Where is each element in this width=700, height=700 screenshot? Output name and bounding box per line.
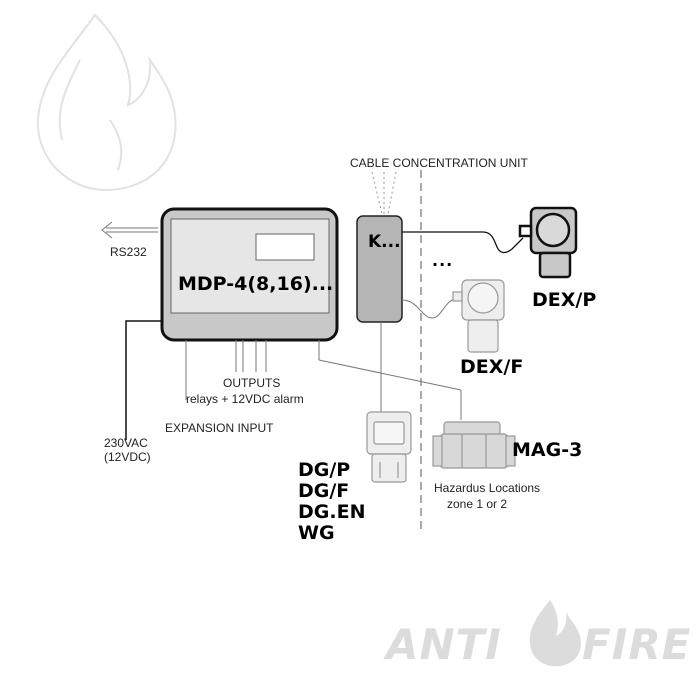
mag-3-label: MAG-3 (512, 439, 583, 461)
detector-label-wg: WG (298, 522, 335, 544)
dex-f-device-icon (452, 279, 505, 353)
mag-3-valve-icon (432, 421, 516, 469)
power-main-label: 230VAC (104, 436, 148, 450)
dex-f-label: DEX/F (460, 356, 524, 378)
expansion-input-label: EXPANSION INPUT (165, 421, 274, 435)
flame-watermark-icon (36, 13, 177, 192)
outputs-title: OUTPUTS (223, 376, 281, 390)
power-cable (125, 320, 163, 440)
detector-label-dg-p: DG/P (298, 459, 351, 481)
hazard-locations-label: Hazardus Locations (434, 481, 541, 495)
cable-unit-title: CABLE CONCENTRATION UNIT (350, 156, 528, 170)
k-unit-box (356, 215, 403, 323)
detector-label-dg-f: DG/F (298, 480, 350, 502)
more-devices-ellipsis: ... (432, 251, 454, 270)
logo-word-fire: FIRE (582, 620, 692, 669)
mdp-controller-box (160, 207, 339, 342)
dex-p-label: DEX/P (532, 289, 597, 311)
outputs-detail: relays + 12VDC alarm (186, 392, 304, 406)
pointer-arrow-icon (371, 171, 397, 215)
cable-dex-p (402, 231, 524, 254)
detector-label-dg-en: DG.EN (298, 501, 366, 523)
cable-dex-f (401, 297, 459, 319)
controller-name: MDP-4(8,16)... (178, 273, 334, 295)
dex-p-device-icon (518, 206, 578, 279)
flame-logo-icon (529, 600, 581, 667)
dg-device-icon (366, 411, 412, 483)
hazard-zone-label: zone 1 or 2 (447, 497, 508, 511)
power-alt-label: (12VDC) (104, 450, 151, 464)
rs232-arrow-icon (101, 221, 158, 239)
output-wires (185, 340, 462, 420)
logo-word-anti: ANTI (386, 620, 502, 669)
k-unit-label: K... (368, 232, 401, 252)
rs232-label: RS232 (110, 245, 147, 259)
